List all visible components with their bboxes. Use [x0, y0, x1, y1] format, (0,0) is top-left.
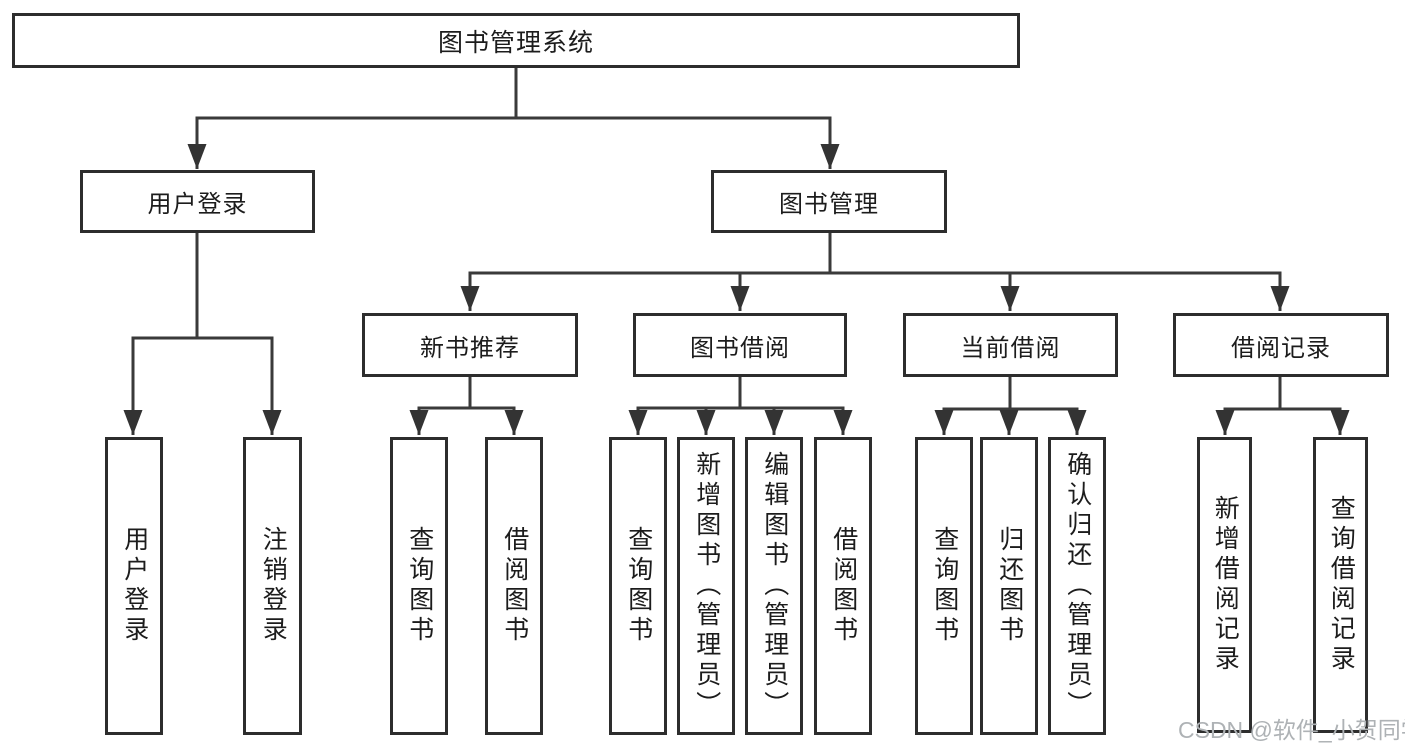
node-book-borrow: 图书借阅	[633, 313, 847, 377]
node-current-borrow: 当前借阅	[903, 313, 1118, 377]
connector-user-login-to-leaves	[123, 233, 282, 435]
leaf-label: 查询图书	[405, 526, 434, 646]
node-borrow-record: 借阅记录	[1173, 313, 1389, 377]
node-root-library-system: 图书管理系统	[12, 13, 1020, 68]
node-leaf-logout: 注销登录	[243, 437, 302, 735]
leaf-label: 归还图书	[995, 526, 1024, 646]
leaf-label: 借阅图书	[500, 526, 529, 646]
connector-borrow-record-to-leaves	[1215, 377, 1350, 435]
node-leaf-add-book-admin: 新增图书（管理员）	[677, 437, 735, 735]
node-user-login-branch: 用户登录	[80, 170, 315, 233]
leaf-label: 查询借阅记录	[1327, 495, 1356, 675]
leaf-label: 查询图书	[930, 526, 959, 646]
node-leaf-confirm-return-admin: 确认归还（管理员）	[1048, 437, 1106, 735]
watermark-text: CSDN @软件_小贺同学	[1178, 717, 1405, 743]
connector-current-borrow-to-leaves	[934, 377, 1087, 435]
leaf-label: 新增图书（管理员）	[692, 451, 721, 721]
node-leaf-return-book: 归还图书	[980, 437, 1038, 735]
node-leaf-add-borrow-record: 新增借阅记录	[1197, 437, 1252, 733]
connector-new-book-recommend-to-leaves	[409, 377, 524, 435]
node-leaf-query-book-1: 查询图书	[390, 437, 448, 735]
leaf-label: 查询图书	[624, 526, 653, 646]
node-leaf-query-book-2: 查询图书	[609, 437, 667, 735]
node-leaf-user-login: 用户登录	[105, 437, 163, 735]
node-book-management: 图书管理	[711, 170, 947, 233]
connector-root-to-level2	[187, 68, 840, 169]
node-leaf-edit-book-admin: 编辑图书（管理员）	[745, 437, 803, 735]
connector-book-borrow-to-leaves	[628, 377, 853, 435]
leaf-label: 用户登录	[120, 526, 149, 646]
leaf-label: 借阅图书	[829, 526, 858, 646]
leaf-label: 编辑图书（管理员）	[760, 451, 789, 721]
node-leaf-query-book-3: 查询图书	[915, 437, 973, 735]
leaf-label: 注销登录	[259, 526, 288, 646]
node-leaf-borrow-book-2: 借阅图书	[814, 437, 872, 735]
leaf-label: 新增借阅记录	[1211, 495, 1240, 675]
connector-book-mgmt-to-groups	[460, 233, 1290, 311]
leaf-label: 确认归还（管理员）	[1063, 451, 1092, 721]
node-leaf-query-borrow-record: 查询借阅记录	[1313, 437, 1368, 733]
node-leaf-borrow-book-1: 借阅图书	[485, 437, 543, 735]
node-new-book-recommend: 新书推荐	[362, 313, 578, 377]
